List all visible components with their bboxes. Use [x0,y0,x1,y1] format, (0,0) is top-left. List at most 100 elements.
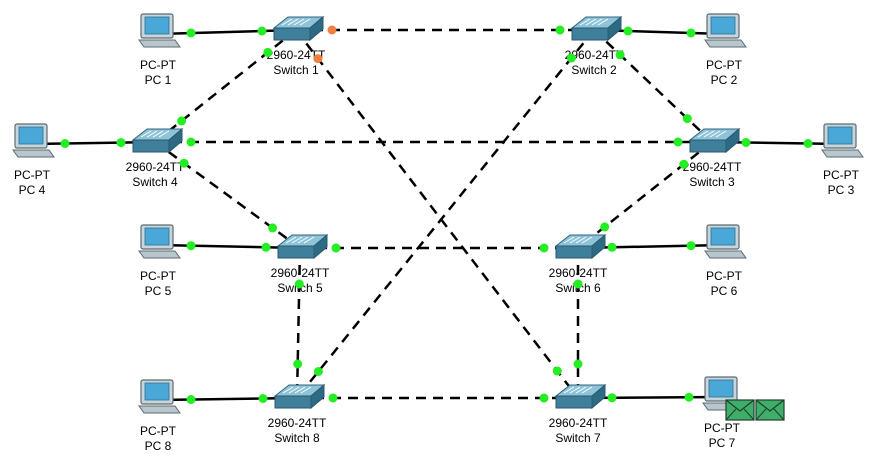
port-light-up [261,242,271,252]
port-light-up [539,393,549,403]
port-light-up [615,50,625,60]
switch-arrow-icon [715,130,727,138]
switch-arrow-icon [575,236,587,244]
pc-screen [710,16,736,35]
pdu-envelope-icon[interactable] [725,399,755,421]
switch-front-face [273,27,311,41]
port-light-up [268,223,278,233]
switch-arrow-icon [303,236,315,244]
port-light-up [623,26,633,36]
port-light-up [686,28,696,38]
port-light-up [673,137,683,147]
device-model-label: 2960-24TT [549,416,608,430]
switch-arrow-icon [297,236,309,244]
port-light-up [803,139,813,148]
switch-arrow-icon [563,236,575,244]
port-light-up [186,28,196,38]
device-model-label: PC-PT [823,168,860,182]
pc-keyboard [138,405,181,414]
port-light-up [607,242,617,252]
device-name-label: Switch 3 [689,175,735,189]
switch-side-face [725,127,740,154]
link-layer [31,28,842,402]
device-name-label: PC 8 [145,439,172,453]
port-light-up [186,395,196,404]
pdu-envelope-icon[interactable] [755,399,785,421]
switch-arrow-icon [146,130,158,138]
link-sw5-sw8[interactable] [295,247,302,399]
switch-arrow-icon [300,386,312,394]
port-light-up [684,392,694,402]
device-model-label: 2960-24TT [268,416,327,430]
device-model-label: PC-PT [140,58,177,72]
switch-front-face [555,395,593,409]
link-sw4-sw5[interactable] [154,140,301,250]
switch-arrow-icon [152,130,164,138]
port-light-blocking [327,25,337,35]
port-light-up [682,114,692,124]
link-pc8-sw8[interactable] [157,396,298,402]
switch-side-face [591,383,606,410]
device-model-label: 2960-24TT [683,160,742,174]
link-pc5-sw5[interactable] [157,243,301,250]
device-name-label: PC 1 [145,73,172,87]
link-sw2-sw3[interactable] [593,29,713,143]
switch-front-face [555,245,593,259]
device-name-label: PC 7 [709,436,736,450]
pc-keyboard [704,250,747,259]
pc-keyboard [138,250,181,259]
link-sw2-sw8[interactable] [296,29,595,399]
port-light-up [294,279,304,289]
switch-arrow-icon [569,386,581,394]
port-light-up [293,359,303,369]
link-pc1-sw1[interactable] [157,28,297,36]
link-sw1-sw7[interactable] [295,29,579,399]
switch-arrow-icon [579,18,591,26]
switch-arrow-icon [140,130,152,138]
device-name-label: Switch 8 [274,431,320,445]
device-name-label: Switch 4 [132,175,178,189]
link-sw1-sw4[interactable] [154,29,297,143]
port-light-up [186,241,196,251]
device-name-label: Switch 1 [273,63,319,77]
device-model-label: 2960-24TT [126,160,185,174]
port-light-up [313,367,323,376]
switch-arrow-icon [569,236,581,244]
link-sw3-sw6[interactable] [577,141,713,249]
switch-front-face [571,27,609,41]
switch-front-face [132,139,170,153]
pc-screen [144,382,170,401]
switch-arrow-icon [575,386,587,394]
switch-arrow-icon [581,386,593,394]
port-light-up [331,243,341,253]
device-model-label: PC-PT [14,168,51,182]
pc-keyboard [138,39,181,48]
switch-front-face [274,395,312,409]
port-light-up [539,243,549,253]
switch-side-face [310,383,325,410]
port-light-up [328,393,338,403]
port-light-up [573,359,583,369]
device-model-label: PC-PT [140,269,177,283]
switch-arrow-icon [563,386,575,394]
switch-arrow-icon [287,18,299,26]
pc-screen [144,16,170,35]
